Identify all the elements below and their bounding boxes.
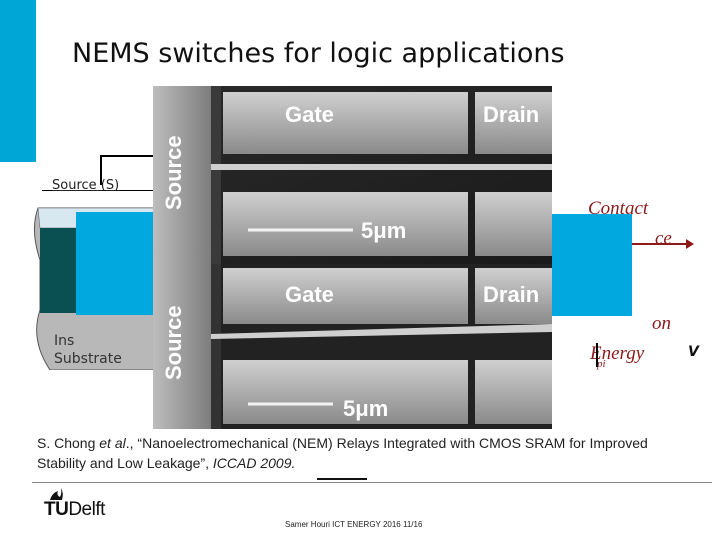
sem-image-bottom: Source Gate Drain 5μm — [153, 264, 552, 429]
citation-et-al: et al — [99, 435, 126, 451]
logo-tu: TU — [44, 499, 69, 520]
citation-title: Nanoelectromechanical (NEM) Relays Integ… — [37, 435, 648, 471]
citation-sep: ., “ — [125, 435, 143, 451]
sem-top-drain-label: Drain — [483, 102, 540, 127]
diagram-wire — [100, 155, 102, 185]
logo-delft: Delft — [68, 499, 105, 520]
underline-mark — [317, 478, 367, 480]
voltage-axis-label: V — [688, 344, 699, 360]
tudelft-logo: TUDelft — [44, 487, 124, 520]
citation-author: S. Chong — [37, 435, 100, 451]
substrate-label-line1: Ins — [54, 333, 75, 349]
logo-text: TUDelft — [44, 499, 105, 521]
sem-bottom-gate-label: Gate — [285, 282, 334, 307]
sem-top-gate-label: Gate — [285, 102, 334, 127]
diagram-wire — [42, 190, 154, 191]
footer-divider — [32, 482, 712, 483]
cyan-overlay-left — [76, 212, 156, 315]
sem-top-scale-label: 5μm — [361, 218, 407, 243]
accent-bar — [0, 0, 36, 162]
citation-venue: ICCAD 2009. — [212, 455, 296, 471]
flame-icon — [50, 488, 63, 500]
footer-text: Samer Houri ICT ENERGY 2016 11/16 — [285, 520, 423, 529]
citation-sep2: ”, — [200, 455, 213, 471]
diagram-wire — [100, 155, 160, 157]
source-label: Source (S) — [52, 178, 120, 193]
substrate-label-line2: Substrate — [54, 351, 122, 367]
energy-subscript: pi — [597, 358, 606, 370]
sem-bottom-drain-label: Drain — [483, 282, 540, 307]
citation: S. Chong et al., “Nanoelectromechanical … — [37, 433, 697, 473]
substrate-label: Ins Substrate — [54, 332, 122, 368]
diagram-wire — [596, 343, 598, 367]
energy-label-line1: on — [652, 313, 671, 334]
sem-image-top: Source Gate Drain 5μm — [153, 86, 552, 264]
sem-top-source-label: Source — [161, 135, 186, 210]
contact-label-line1: Contact — [588, 198, 649, 219]
slide-title: NEMS switches for logic applications — [72, 38, 565, 69]
sem-bottom-scale-label: 5μm — [343, 396, 389, 421]
cyan-overlay-right — [552, 214, 632, 316]
energy-label-line2: Energy — [590, 343, 644, 365]
contact-arrow-icon — [632, 239, 694, 249]
energy-word: Energy — [590, 343, 645, 364]
sem-bottom-source-label: Source — [161, 305, 186, 380]
